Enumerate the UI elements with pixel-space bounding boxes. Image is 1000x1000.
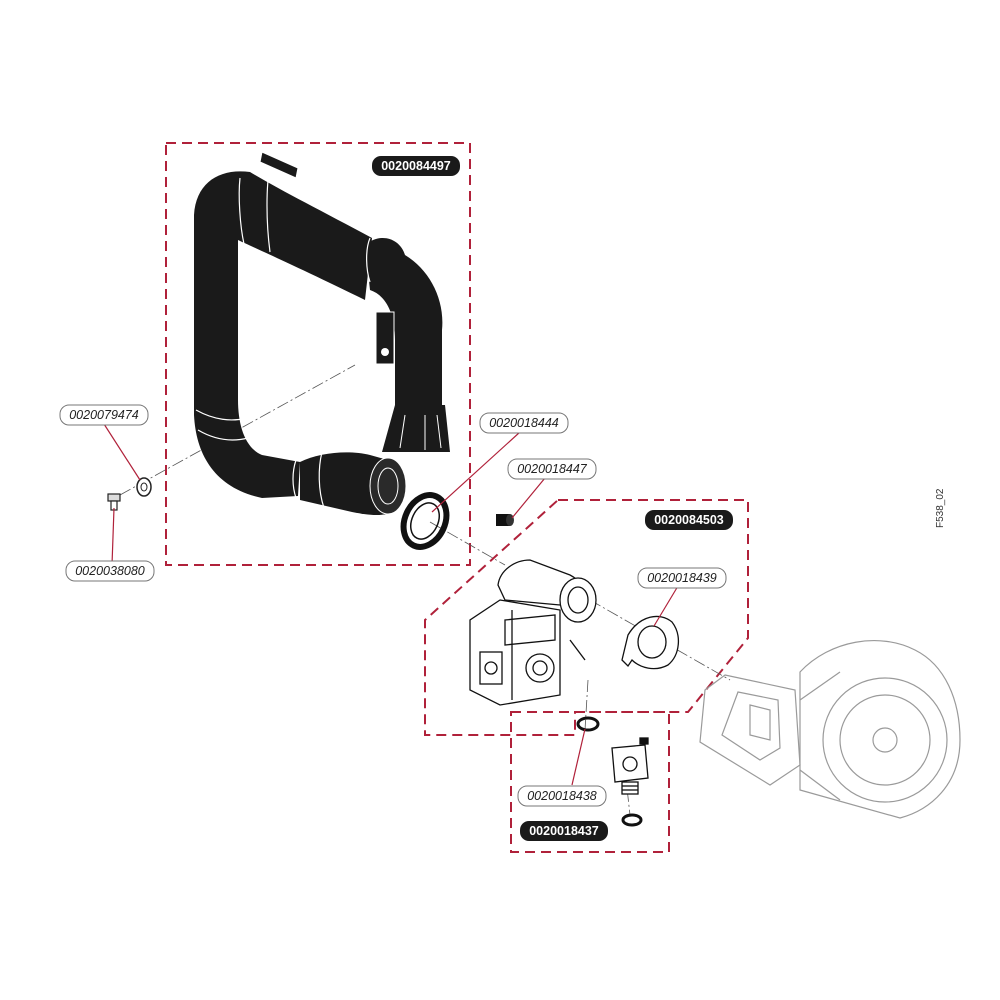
fan-assembly-ghost xyxy=(699,639,961,819)
figure-reference: F538_02 xyxy=(935,488,946,528)
seal-ring-part xyxy=(400,492,450,550)
leader-lines xyxy=(103,423,679,786)
gas-connection-block xyxy=(576,716,649,827)
gas-valve-assembly xyxy=(469,559,597,706)
part-label-text: 0020018439 xyxy=(647,571,717,585)
group-label-text: 0020018437 xyxy=(529,824,599,838)
group-boundary-gas-connection xyxy=(510,711,670,853)
group-label-text: 0020084503 xyxy=(654,513,724,527)
screw-part xyxy=(107,493,121,511)
part-label-text: 0020018438 xyxy=(527,789,597,803)
gasket-part xyxy=(621,615,679,670)
group-label: 0020084497 xyxy=(372,156,460,176)
group-label: 0020084503 xyxy=(645,510,733,530)
part-label: 0020018447 xyxy=(507,458,597,480)
washer-part xyxy=(136,477,152,497)
nozzle-part xyxy=(496,514,514,526)
air-intake-pipe xyxy=(194,151,450,516)
part-label-text: 0020018447 xyxy=(517,462,588,476)
group-label-text: 0020084497 xyxy=(381,159,451,173)
part-label: 0020038080 xyxy=(65,560,155,582)
part-label: 0020018438 xyxy=(517,785,607,807)
group-label: 0020018437 xyxy=(520,821,608,841)
part-label-text: 0020079474 xyxy=(69,408,139,422)
part-label-text: 0020038080 xyxy=(75,564,145,578)
group-boundary-air-intake-pipe xyxy=(165,142,471,566)
part-label: 0020018439 xyxy=(637,567,727,589)
part-label: 0020018444 xyxy=(479,412,569,434)
part-label: 0020079474 xyxy=(59,404,149,426)
part-label-text: 0020018444 xyxy=(489,416,559,430)
